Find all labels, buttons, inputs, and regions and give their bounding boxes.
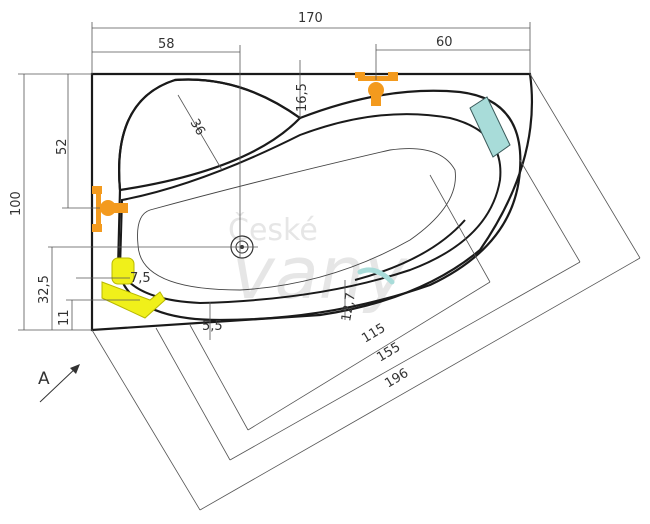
svg-text:7,5: 7,5 bbox=[130, 271, 151, 286]
svg-text:32,5: 32,5 bbox=[37, 275, 52, 304]
svg-text:12,7: 12,7 bbox=[339, 292, 359, 323]
svg-text:196: 196 bbox=[382, 366, 411, 392]
svg-text:52: 52 bbox=[55, 138, 70, 155]
dim-100: 100 bbox=[9, 73, 92, 331]
svg-text:58: 58 bbox=[158, 37, 175, 52]
headrest-lobe bbox=[118, 78, 302, 192]
watermark-line1: České bbox=[228, 211, 318, 248]
svg-text:11: 11 bbox=[57, 309, 72, 326]
dim-11: 11 bbox=[57, 299, 140, 330]
dim-7-5: 7,5 bbox=[76, 271, 151, 286]
faucet-left-icon bbox=[92, 186, 128, 232]
svg-text:115: 115 bbox=[359, 321, 388, 347]
grip-handle bbox=[357, 267, 395, 285]
svg-text:170: 170 bbox=[298, 11, 323, 26]
view-label: A bbox=[38, 369, 50, 389]
view-arrow-a: A bbox=[38, 364, 80, 403]
faucet-top-icon bbox=[355, 72, 398, 106]
dim-60: 60 bbox=[375, 35, 530, 80]
svg-text:60: 60 bbox=[436, 35, 453, 50]
headrest-pad bbox=[469, 96, 511, 158]
seat-step bbox=[354, 219, 466, 281]
dim-52: 52 bbox=[55, 74, 100, 209]
svg-text:16,5: 16,5 bbox=[295, 83, 310, 112]
dim-170: 170 bbox=[91, 11, 531, 74]
svg-text:36: 36 bbox=[187, 117, 208, 139]
dim-5-5: 5,5 bbox=[202, 302, 223, 340]
dim-12-7: 12,7 bbox=[339, 280, 359, 323]
dim-32-5: 32,5 bbox=[37, 247, 53, 330]
svg-text:5,5: 5,5 bbox=[202, 319, 223, 334]
dim-58: 58 bbox=[92, 37, 240, 53]
tub-middle-basin bbox=[118, 113, 502, 305]
svg-text:100: 100 bbox=[9, 191, 24, 216]
svg-text:155: 155 bbox=[374, 340, 403, 366]
tub-bottom bbox=[137, 148, 456, 291]
tub-outer-outline bbox=[90, 72, 534, 332]
dim-16-5: 16,5 bbox=[295, 60, 310, 118]
dim-36: 36 bbox=[177, 94, 223, 171]
yellow-handle-icon bbox=[101, 257, 166, 319]
